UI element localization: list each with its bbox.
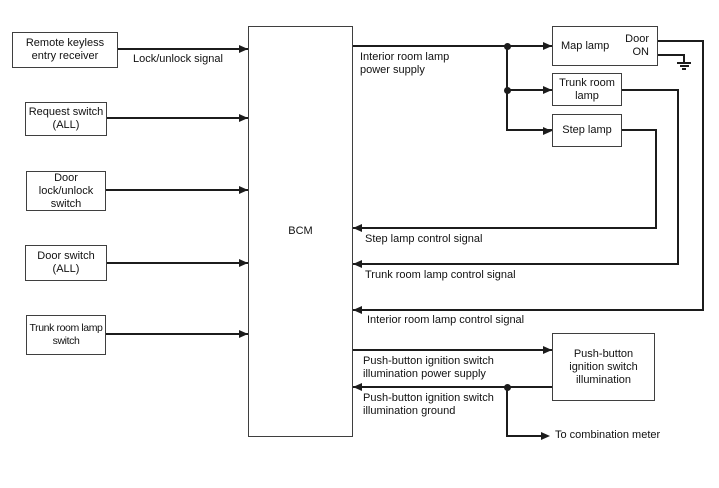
wire-trunk-room-lamp-control	[353, 263, 678, 265]
wire-branch-step-lamp	[507, 129, 552, 131]
box-label: switch	[50, 197, 82, 210]
wire-combination-meter	[507, 435, 543, 437]
label-interior-room-lamp-power-supply: Interior room lamp power supply	[360, 51, 450, 76]
box-label: Request switch	[28, 106, 104, 118]
box-map-lamp: Map lamp Door ON	[552, 26, 658, 66]
arrowhead-icon	[543, 345, 552, 354]
wire-pb-illumination-ground	[353, 386, 552, 388]
wire-door-switch	[107, 262, 248, 264]
wire-map-lamp-out	[658, 40, 703, 42]
wire-interior-room-lamp-power-supply	[353, 45, 552, 47]
box-trunk-room-lamp: Trunk room lamp	[552, 73, 622, 106]
door-on-label: Door ON	[625, 33, 649, 58]
arrowhead-icon	[543, 41, 552, 50]
box-label: (ALL)	[52, 263, 80, 275]
label-interior-room-lamp-control: Interior room lamp control signal	[367, 314, 525, 326]
label-pb-illumination-power-supply: Push-button ignition switch illumination…	[363, 355, 494, 380]
label-lock-unlock-signal: Lock/unlock signal	[133, 53, 223, 65]
arrowhead-icon	[353, 259, 362, 268]
arrowhead-icon	[239, 258, 248, 267]
box-label: lamp	[575, 89, 599, 102]
wire-request-switch	[107, 117, 248, 119]
box-label: Trunk room	[559, 76, 615, 89]
box-label: Trunk room lamp	[29, 322, 103, 334]
wire-branch-trunk-room-lamp	[507, 89, 552, 91]
wire-map-lamp-ground	[658, 54, 685, 56]
wire-combination-meter-vertical	[506, 386, 508, 437]
arrowhead-icon	[543, 85, 552, 94]
arrowhead-icon	[543, 126, 552, 135]
arrowhead-icon	[353, 223, 362, 232]
wire-trunk-room-lamp-switch	[106, 333, 248, 335]
box-door-lock-unlock-switch: Door lock/unlock switch	[26, 171, 106, 211]
arrowhead-icon	[239, 329, 248, 338]
arrowhead-icon	[239, 113, 248, 122]
box-remote-keyless-entry-receiver: Remote keyless entry receiver	[12, 32, 118, 68]
box-label: entry receiver	[31, 50, 99, 62]
wire-step-lamp-control	[353, 227, 656, 229]
box-label: (ALL)	[52, 119, 80, 131]
box-door-switch: Door switch (ALL)	[25, 245, 107, 281]
box-label: Remote keyless	[25, 37, 105, 49]
wire-interior-room-lamp-control	[353, 309, 703, 311]
wire-door-lock-unlock-switch	[106, 189, 248, 191]
box-label: illumination	[575, 373, 632, 386]
box-bcm: BCM	[248, 26, 353, 437]
label-pb-illumination-ground: Push-button ignition switch illumination…	[363, 392, 494, 417]
label-to-combination-meter: To combination meter	[555, 429, 661, 441]
label-trunk-room-lamp-control: Trunk room lamp control signal	[365, 269, 516, 281]
label-step-lamp-control: Step lamp control signal	[365, 233, 483, 245]
arrowhead-icon	[353, 382, 362, 391]
wire-pb-illumination-power-supply	[353, 349, 552, 351]
wire-step-lamp-out	[622, 129, 657, 131]
box-label: Map lamp	[561, 39, 610, 52]
box-label: switch	[52, 335, 80, 347]
box-label: Step lamp	[562, 124, 612, 136]
bcm-label: BCM	[288, 225, 313, 237]
box-step-lamp: Step lamp	[552, 114, 622, 147]
arrowhead-icon	[353, 305, 362, 314]
wire-step-control-vertical	[655, 129, 657, 229]
wire-trunk-lamp-out	[622, 89, 679, 91]
wire-trunk-control-vertical	[677, 89, 679, 265]
arrowhead-icon	[239, 185, 248, 194]
box-push-button-ignition-switch-illumination: Push-button ignition switch illumination	[552, 333, 655, 401]
box-request-switch: Request switch (ALL)	[25, 102, 107, 136]
box-label: lock/unlock	[38, 184, 94, 197]
arrowhead-icon	[541, 431, 550, 440]
wire-lock-unlock-signal	[118, 48, 248, 50]
arrowhead-icon	[239, 44, 248, 53]
wire-interior-control-vertical	[702, 40, 704, 311]
box-trunk-room-lamp-switch: Trunk room lamp switch	[26, 315, 106, 355]
box-label: Push-button	[573, 347, 634, 360]
box-label: ignition switch	[569, 360, 638, 373]
box-label: Door switch	[37, 250, 95, 262]
box-label: Door	[54, 171, 78, 184]
